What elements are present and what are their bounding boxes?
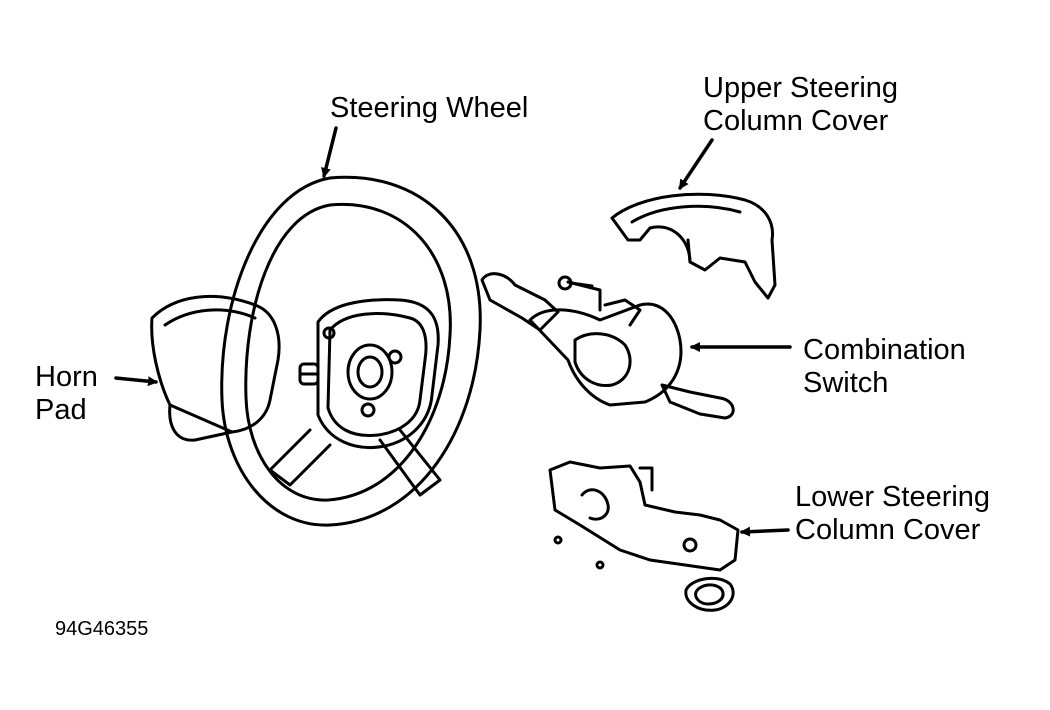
steering-wheel bbox=[220, 175, 482, 527]
upper-cover-label-line2: Column Cover bbox=[703, 105, 889, 137]
leader-arrows bbox=[114, 126, 792, 537]
combination-switch-label-line2: Switch bbox=[803, 367, 889, 399]
horn-pad-label-line2: Pad bbox=[35, 394, 87, 426]
combination-switch bbox=[480, 272, 735, 420]
upper-cover-label-line1: Upper Steering bbox=[703, 72, 899, 104]
steering-wheel-label: Steering Wheel bbox=[330, 92, 529, 124]
lower-cover-label-line2: Column Cover bbox=[795, 514, 981, 546]
figure-code: 94G46355 bbox=[55, 618, 149, 640]
horn-pad-label-line1: Horn bbox=[35, 361, 98, 393]
upper-column-cover bbox=[610, 192, 777, 300]
combination-switch-label-line1: Combination bbox=[803, 334, 966, 366]
lower-cover-label-line1: Lower Steering bbox=[795, 481, 991, 513]
arrow-lower-cover bbox=[740, 526, 790, 537]
arrow-steering-wheel bbox=[321, 126, 338, 178]
horn-pad bbox=[150, 294, 281, 442]
arrow-horn-pad bbox=[114, 376, 158, 387]
lower-column-cover bbox=[548, 460, 740, 612]
arrow-upper-cover bbox=[678, 138, 714, 190]
